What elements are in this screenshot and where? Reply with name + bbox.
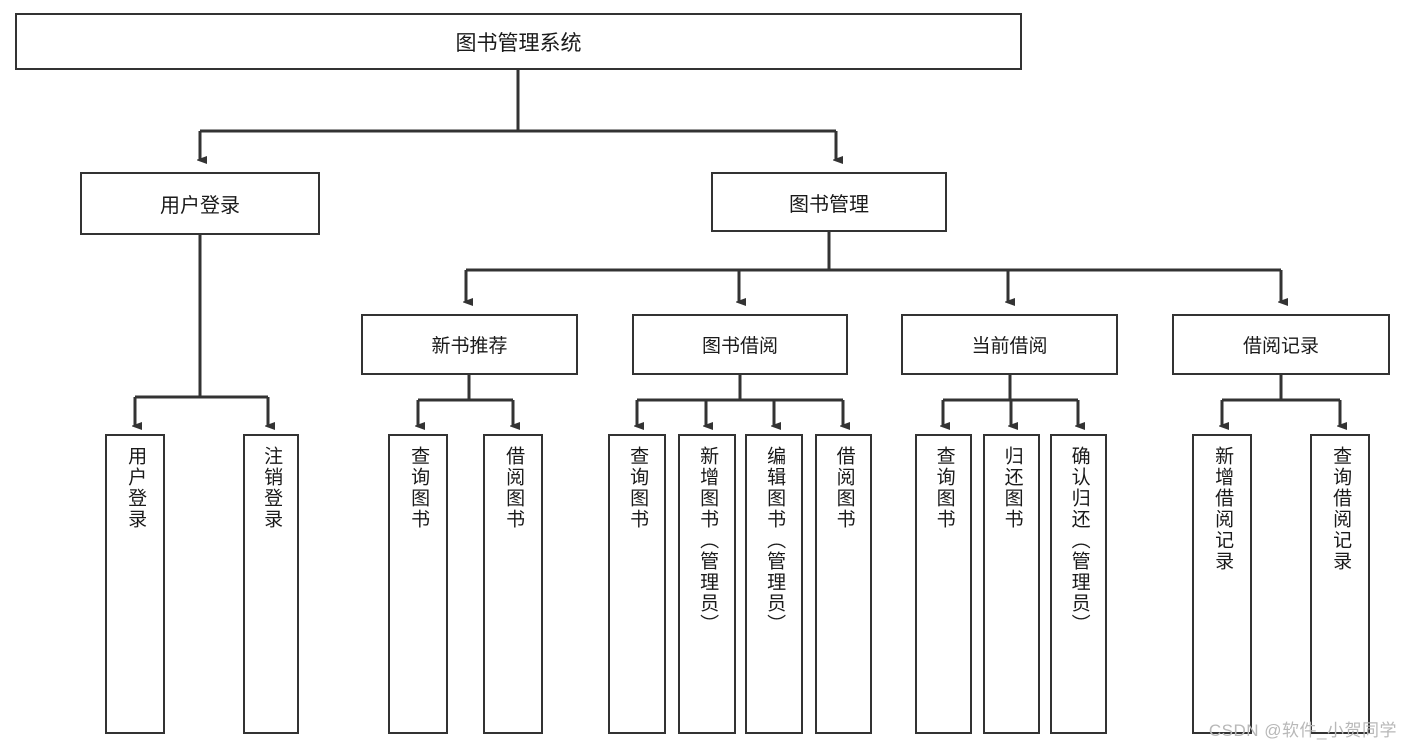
leaf-label: 查询图书: [933, 446, 955, 530]
leaf-user-login-login[interactable]: 用户登录: [105, 434, 165, 734]
leaf-label: 借阅图书: [833, 446, 855, 530]
leaf-current-confirm-return-admin[interactable]: 确认归还（管理员）: [1050, 434, 1107, 734]
leaf-borrow-query-book[interactable]: 查询图书: [608, 434, 666, 734]
leaf-current-query-book[interactable]: 查询图书: [915, 434, 972, 734]
leaf-label: 查询图书: [408, 446, 430, 530]
leaf-record-add-record[interactable]: 新增借阅记录: [1192, 434, 1252, 734]
leaf-borrow-edit-book-admin[interactable]: 编辑图书（管理员）: [745, 434, 803, 734]
node-new-book-recommend[interactable]: 新书推荐: [361, 314, 578, 375]
leaf-recommend-borrow-book[interactable]: 借阅图书: [483, 434, 543, 734]
node-borrow-record[interactable]: 借阅记录: [1172, 314, 1390, 375]
leaf-label: 用户登录: [125, 446, 147, 530]
leaf-label: 新增借阅记录: [1212, 446, 1234, 572]
node-book-borrow[interactable]: 图书借阅: [632, 314, 848, 375]
leaf-label: 编辑图书（管理员）: [764, 446, 786, 635]
leaf-borrow-borrow-book[interactable]: 借阅图书: [815, 434, 872, 734]
node-current-borrow[interactable]: 当前借阅: [901, 314, 1118, 375]
watermark-text: CSDN @软件_小贺同学: [1208, 721, 1397, 740]
leaf-label: 查询图书: [627, 446, 649, 530]
leaf-label: 新增图书（管理员）: [697, 446, 719, 635]
leaf-record-query-record[interactable]: 查询借阅记录: [1310, 434, 1370, 734]
leaf-label: 注销登录: [261, 446, 283, 530]
leaf-label: 查询借阅记录: [1330, 446, 1352, 572]
node-user-login[interactable]: 用户登录: [80, 172, 320, 235]
node-book-management[interactable]: 图书管理: [711, 172, 947, 232]
node-root-system[interactable]: 图书管理系统: [15, 13, 1022, 70]
leaf-recommend-query-book[interactable]: 查询图书: [388, 434, 448, 734]
leaf-label: 归还图书: [1001, 446, 1023, 530]
leaf-label: 确认归还（管理员）: [1068, 446, 1090, 635]
leaf-user-login-logout[interactable]: 注销登录: [243, 434, 299, 734]
leaf-current-return-book[interactable]: 归还图书: [983, 434, 1040, 734]
leaf-label: 借阅图书: [503, 446, 525, 530]
leaf-borrow-add-book-admin[interactable]: 新增图书（管理员）: [678, 434, 736, 734]
